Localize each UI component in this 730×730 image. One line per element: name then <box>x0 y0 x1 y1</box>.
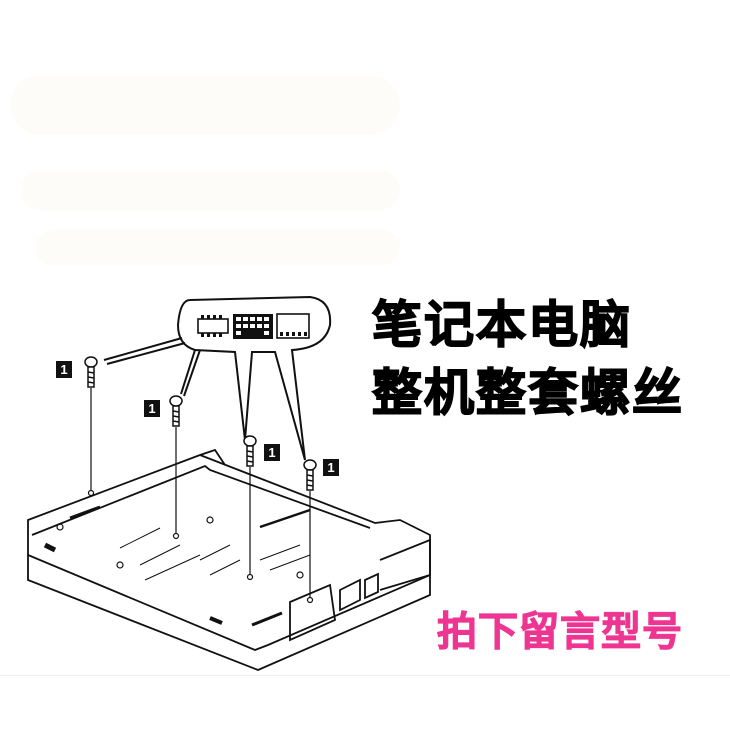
screw-icon <box>84 356 98 388</box>
callout-badge-3: 1 <box>264 444 280 461</box>
screw-icon <box>243 435 257 467</box>
screw-icon <box>169 395 183 427</box>
callout-bubble <box>176 295 332 461</box>
watermark-smudge <box>10 75 400 135</box>
watermark-smudge <box>35 230 400 265</box>
callout-badge-2: 1 <box>144 400 160 417</box>
call-to-action-text: 拍下留言型号 <box>437 609 683 655</box>
keyboard-icon <box>233 314 273 339</box>
laptop-bottom-case <box>27 448 431 671</box>
callout-badge-4: 1 <box>323 459 339 476</box>
watermark-smudge <box>20 170 400 210</box>
hard-drive-icon <box>276 313 310 339</box>
headline-line-1: 笔记本电脑 <box>371 296 632 354</box>
headline-line-2: 整机整套螺丝 <box>371 364 684 422</box>
callout-badge-1: 1 <box>56 361 72 378</box>
screw-icon <box>303 459 317 491</box>
divider <box>0 675 730 676</box>
memory-module-icon <box>197 315 229 337</box>
